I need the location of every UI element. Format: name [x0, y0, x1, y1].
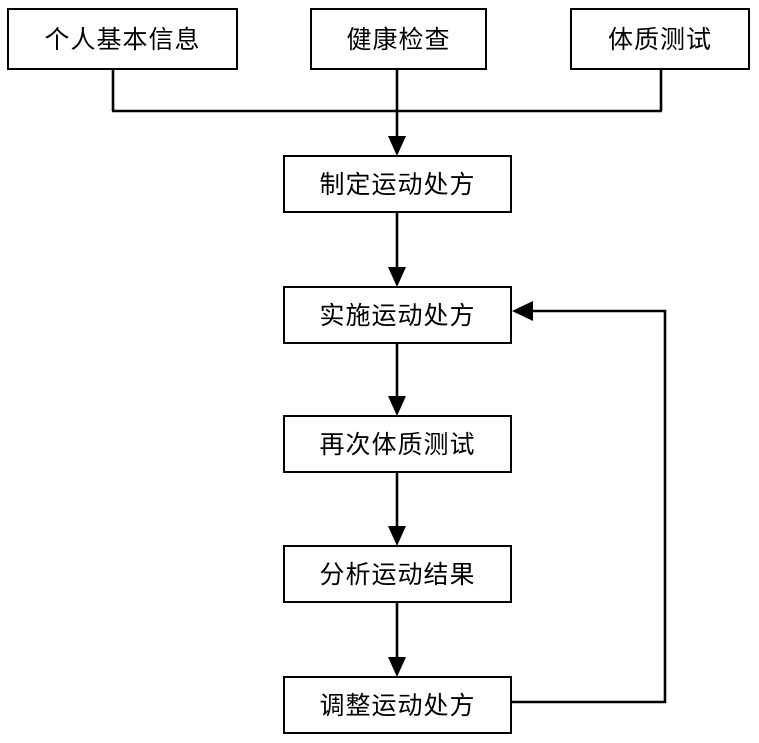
arrowhead-into-implement: [388, 267, 406, 287]
node-personal-basic-info[interactable]: 个人基本信息: [7, 8, 238, 70]
arrowhead-into-adjust: [388, 657, 406, 677]
arrowhead-into-retest: [388, 396, 406, 416]
node-label: 调整运动处方: [319, 690, 476, 720]
node-make-exercise-prescription[interactable]: 制定运动处方: [283, 155, 512, 213]
node-label: 体质测试: [607, 24, 712, 54]
node-fitness-test[interactable]: 体质测试: [570, 8, 750, 70]
node-label: 再次体质测试: [319, 429, 476, 459]
node-adjust-exercise-prescription[interactable]: 调整运动处方: [283, 676, 512, 734]
node-implement-exercise-prescription[interactable]: 实施运动处方: [283, 286, 512, 344]
node-label: 个人基本信息: [44, 24, 201, 54]
arrowhead-into-make-prescription: [388, 136, 406, 156]
edge-feedback-adjust-to-implement: [512, 309, 667, 704]
node-label: 分析运动结果: [319, 559, 476, 589]
node-retest-fitness[interactable]: 再次体质测试: [283, 415, 512, 473]
node-label: 制定运动处方: [319, 169, 476, 199]
node-health-examination[interactable]: 健康检查: [310, 8, 487, 70]
node-label: 实施运动处方: [319, 300, 476, 330]
node-label: 健康检查: [346, 24, 451, 54]
node-analyze-exercise-results[interactable]: 分析运动结果: [283, 545, 512, 603]
arrowhead-feedback-into-implement: [512, 301, 533, 321]
arrowhead-into-analyze: [388, 526, 406, 546]
